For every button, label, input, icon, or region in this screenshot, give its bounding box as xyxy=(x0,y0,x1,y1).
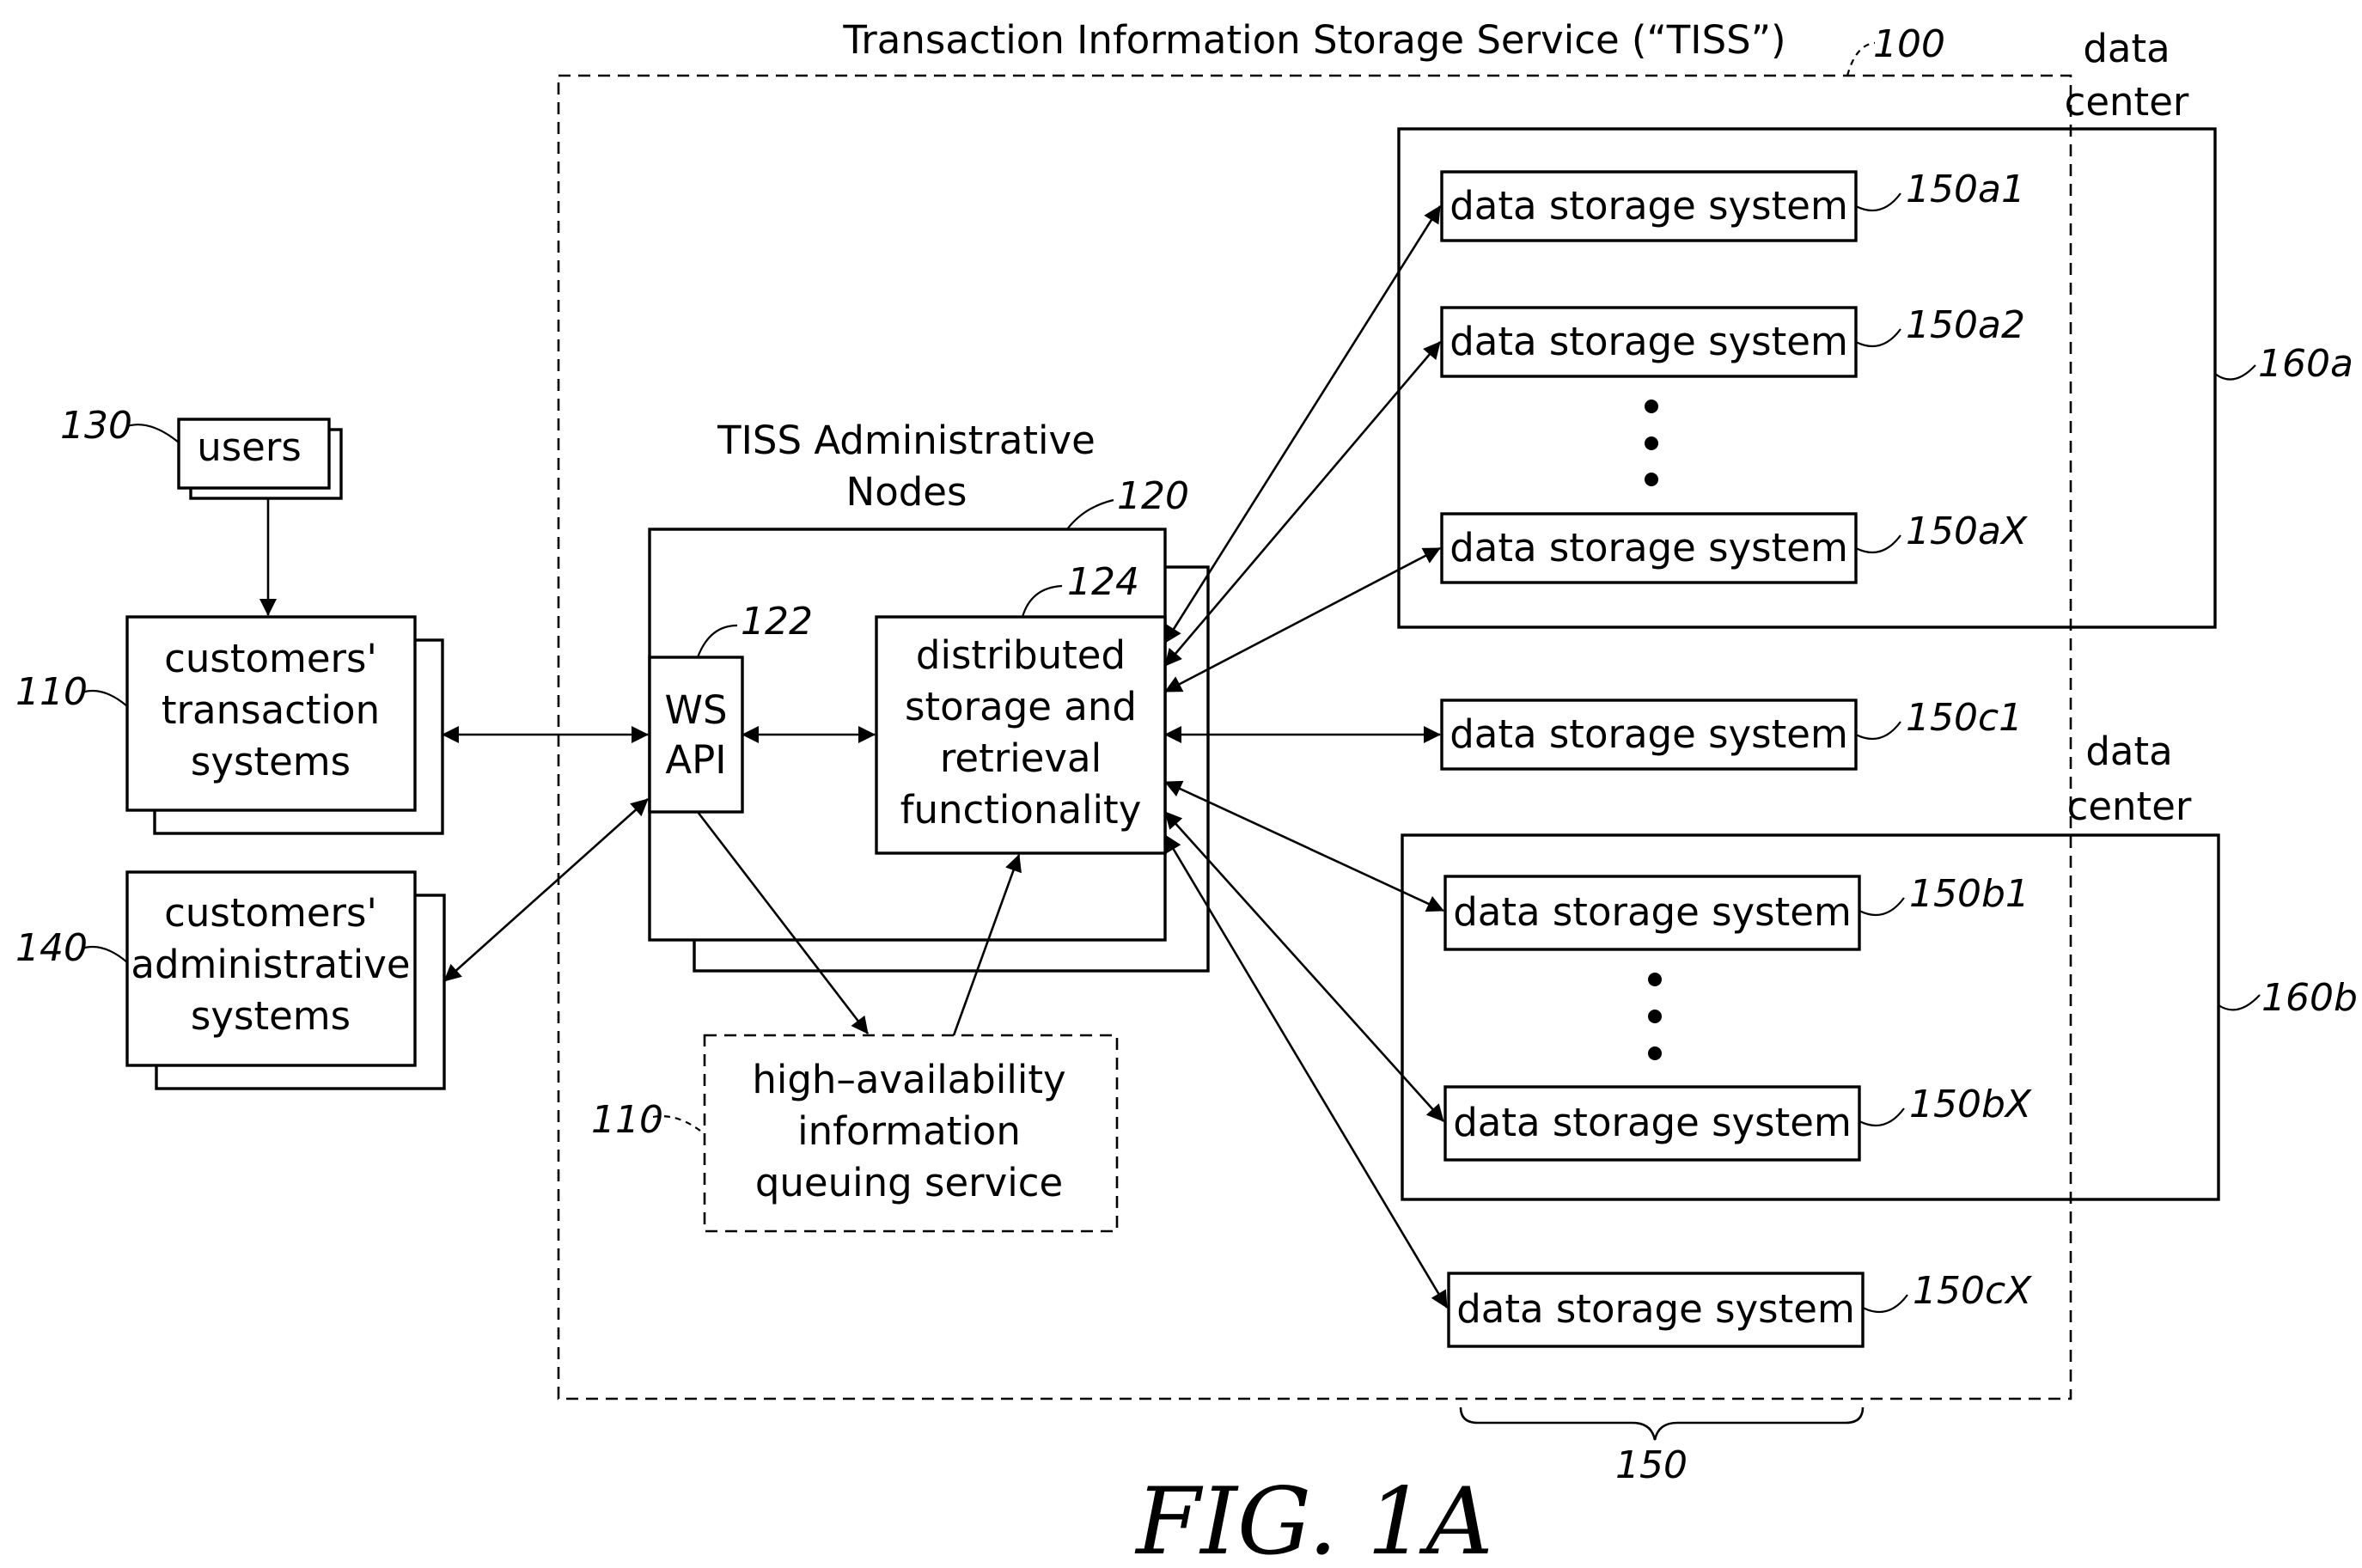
dss-b-ellipsis-dot xyxy=(1648,1046,1662,1060)
ref-dss-b1-leader xyxy=(1859,898,1904,915)
dss-a2: data storage system 150a2 xyxy=(1442,303,2025,376)
data-center-b-label-line1: data xyxy=(2085,729,2172,774)
ref-dss-a1: 150a1 xyxy=(1906,168,2025,211)
ref-dist-storage: 124 xyxy=(1067,560,1139,604)
dist-storage-label-line1: distributed xyxy=(916,632,1126,678)
ref-dss-c1-leader xyxy=(1856,722,1901,739)
ref-dss-a2: 150a2 xyxy=(1906,303,2025,347)
ref-admin-systems-leader xyxy=(82,947,127,962)
data-center-a-label-line2: center xyxy=(2065,79,2189,125)
ws-api-box xyxy=(650,657,742,812)
ref-dss-aX-leader xyxy=(1856,535,1901,552)
ref-dc-a-leader xyxy=(2215,365,2255,380)
figure-label: FIG. 1A xyxy=(1134,1468,1492,1568)
ref-dc-b: 160b xyxy=(2261,976,2358,1020)
data-center-b-label-line2: center xyxy=(2067,784,2192,829)
dss-a-ellipsis-dot xyxy=(1645,400,1658,413)
dss-b1-label: data storage system xyxy=(1453,889,1852,935)
diagram-title: Transaction Information Storage Service … xyxy=(842,17,1785,63)
dist-storage-label-line3: retrieval xyxy=(940,735,1102,781)
ref-dss-bX: 150bX xyxy=(1909,1083,2032,1126)
ws-api-label-line2: API xyxy=(665,737,726,783)
ws-api-label-line1: WS xyxy=(664,687,727,733)
ref-dc-b-leader xyxy=(2219,995,2260,1010)
dist-dss-cX-arrow xyxy=(1165,835,1447,1308)
ref-dss-c1: 150c1 xyxy=(1906,696,2023,740)
admin-systems-node: customers' administrative systems 140 xyxy=(15,872,444,1089)
ref-dss-bX-leader xyxy=(1859,1108,1904,1126)
admin-systems-label-line2: administrative xyxy=(131,942,410,987)
queue-node: high–availability information queuing se… xyxy=(591,1035,1117,1231)
ref-transaction-systems: 110 xyxy=(15,670,88,714)
dss-group-brace: 150 xyxy=(1461,1407,1863,1487)
ref-queue: 110 xyxy=(591,1098,663,1142)
users-label: users xyxy=(197,424,302,470)
queue-label-line3: queuing service xyxy=(755,1160,1063,1205)
transaction-systems-label-line2: transaction xyxy=(162,687,380,733)
ref-admin-systems: 140 xyxy=(15,926,88,970)
dist-storage-label-line4: functionality xyxy=(900,787,1142,833)
dss-bX-label: data storage system xyxy=(1453,1100,1852,1145)
dss-cX-label: data storage system xyxy=(1456,1286,1855,1332)
queue-label-line1: high–availability xyxy=(752,1057,1065,1102)
dss-group-brace-shape xyxy=(1461,1407,1863,1440)
admin-nodes-label-line1: TISS Administrative xyxy=(717,418,1096,463)
ref-dss-cX: 150cX xyxy=(1913,1269,2032,1313)
dss-bX: data storage system 150bX xyxy=(1445,1083,2032,1160)
dss-c1: data storage system 150c1 xyxy=(1442,696,2023,769)
dss-a1: data storage system 150a1 xyxy=(1442,168,2025,241)
ref-dss-a1-leader xyxy=(1856,193,1901,210)
dss-aX-label: data storage system xyxy=(1450,525,1848,570)
dss-a1-label: data storage system xyxy=(1450,183,1848,229)
ref-dss-a2-leader xyxy=(1856,329,1901,346)
dist-storage-label-line2: storage and xyxy=(905,684,1137,729)
users-node: users 130 xyxy=(60,404,341,498)
transaction-systems-label-line3: systems xyxy=(191,739,351,784)
ref-users: 130 xyxy=(60,404,132,448)
ref-admin-nodes-leader xyxy=(1067,500,1114,529)
ref-dss-b1: 150b1 xyxy=(1909,872,2029,916)
admin-nodes-label-line2: Nodes xyxy=(846,469,967,515)
ref-tiss-leader xyxy=(1847,43,1875,76)
transaction-systems-label-line1: customers' xyxy=(164,636,377,681)
ref-transaction-systems-leader xyxy=(82,691,127,706)
dss-b-ellipsis-dot xyxy=(1648,1010,1662,1023)
ref-admin-nodes: 120 xyxy=(1117,474,1189,518)
admin-systems-ws-api-arrow xyxy=(444,799,648,981)
queue-label-line2: information xyxy=(797,1108,1021,1154)
dss-a-ellipsis-dot xyxy=(1645,436,1658,450)
admin-systems-label-line3: systems xyxy=(191,993,351,1039)
ref-dss-cX-leader xyxy=(1863,1295,1907,1312)
dss-b-ellipsis-dot xyxy=(1648,973,1662,986)
admin-systems-label-line1: customers' xyxy=(164,890,377,936)
dss-aX: data storage system 150aX xyxy=(1442,509,2028,583)
dss-c1-label: data storage system xyxy=(1450,711,1848,757)
ref-tiss: 100 xyxy=(1873,22,1945,66)
dss-b1: data storage system 150b1 xyxy=(1445,872,2029,949)
dss-cX: data storage system 150cX xyxy=(1449,1269,2032,1346)
transaction-systems-node: customers' transaction systems 110 xyxy=(15,617,442,833)
dss-a2-label: data storage system xyxy=(1450,319,1848,364)
ref-users-leader xyxy=(127,424,179,442)
ref-dss-group: 150 xyxy=(1615,1443,1688,1487)
ref-ws-api: 122 xyxy=(741,600,813,644)
ref-dss-aX: 150aX xyxy=(1906,509,2028,553)
data-center-a-label-line1: data xyxy=(2083,26,2170,71)
ref-dc-a: 160a xyxy=(2258,342,2353,386)
dss-a-ellipsis-dot xyxy=(1645,473,1658,486)
